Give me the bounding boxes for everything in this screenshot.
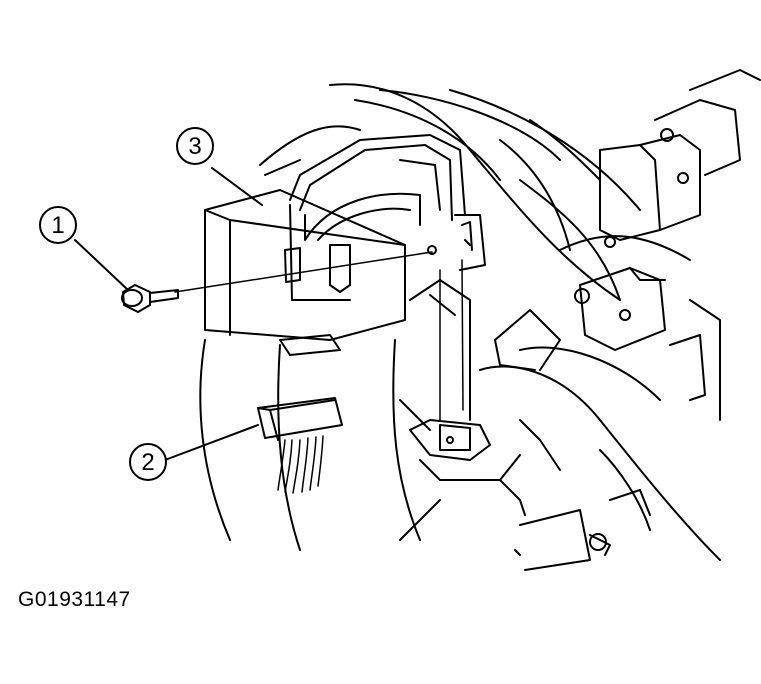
module-bracket <box>284 134 486 301</box>
wire-harness <box>277 435 324 494</box>
callout-2-label: 2 <box>141 449 154 476</box>
right-upper-component <box>599 69 761 248</box>
callout-3: 3 <box>176 127 214 165</box>
bolt <box>121 284 179 313</box>
connector <box>257 397 343 441</box>
mounting-bracket <box>399 279 651 571</box>
right-middle-component <box>574 267 706 401</box>
alignment-lines <box>174 251 464 421</box>
callout-2: 2 <box>129 443 167 481</box>
callout-3-label: 3 <box>188 133 201 160</box>
callout-1: 1 <box>39 206 77 244</box>
figure-id: G01931147 <box>18 588 131 611</box>
control-module <box>204 159 406 356</box>
callout-1-label: 1 <box>51 212 64 239</box>
leader-lines <box>74 167 263 461</box>
